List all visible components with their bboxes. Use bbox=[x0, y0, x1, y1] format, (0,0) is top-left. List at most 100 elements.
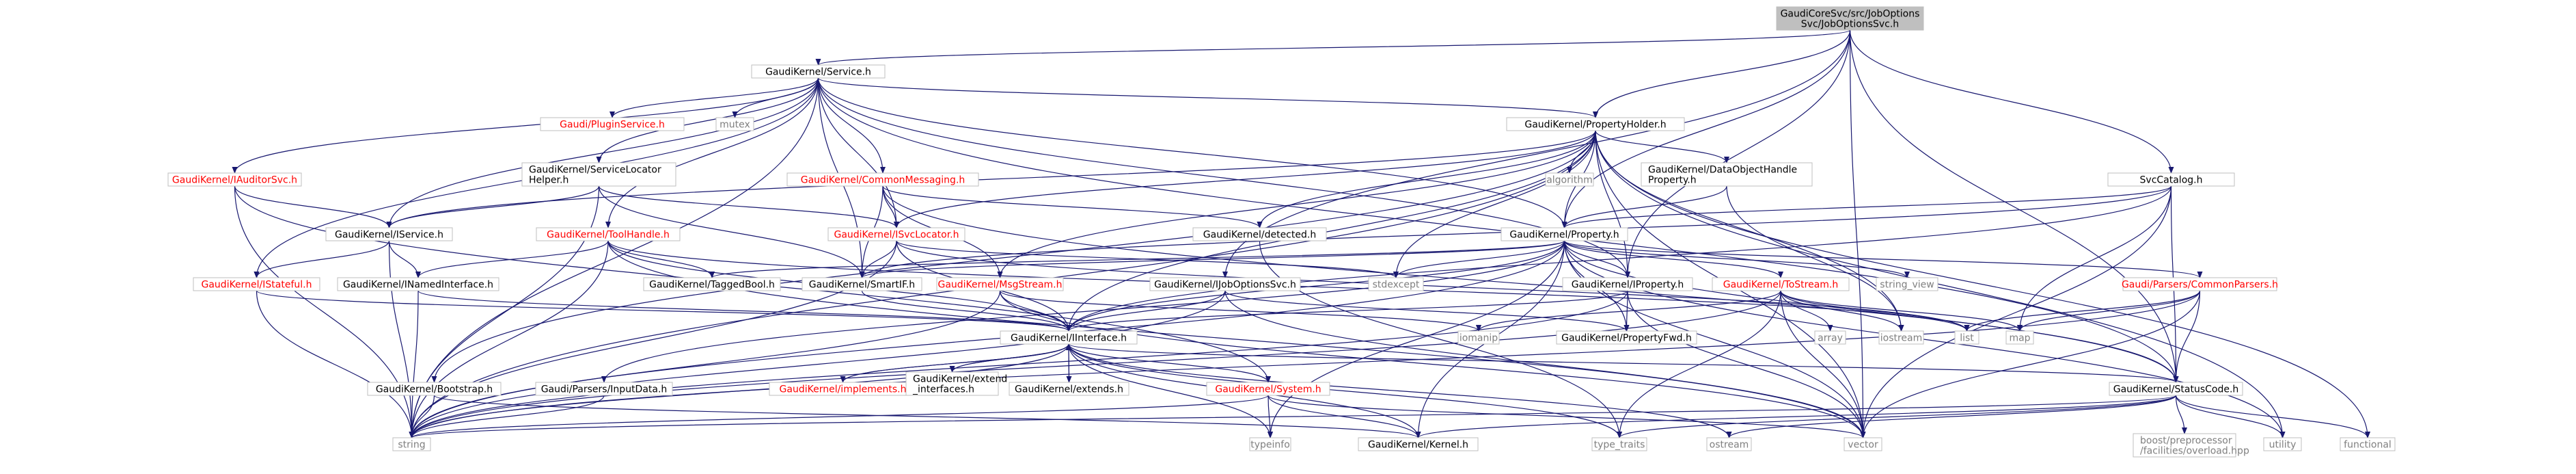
node-iproperty[interactable]: GaudiKernel/IProperty.h bbox=[1562, 277, 1693, 291]
edge-tostream-to-iostream bbox=[1780, 290, 1904, 332]
node-box bbox=[827, 227, 965, 241]
node-box bbox=[1706, 437, 1752, 451]
node-box bbox=[1776, 6, 1924, 31]
node-service[interactable]: GaudiKernel/Service.h bbox=[751, 64, 886, 79]
edge-svccatalog-to-map bbox=[2017, 185, 2172, 332]
node-box bbox=[367, 382, 502, 396]
node-label: GaudiKernel/extend bbox=[913, 374, 1007, 385]
node-statuscode[interactable]: GaudiKernel/StatusCode.h bbox=[2109, 382, 2243, 396]
node-box bbox=[643, 277, 781, 291]
node-string: string bbox=[392, 437, 431, 451]
edge-property-to-statuscode bbox=[1563, 240, 2179, 383]
node-box bbox=[521, 162, 676, 187]
node-inputdata[interactable]: Gaudi/Parsers/InputData.h bbox=[535, 382, 673, 396]
node-algorithm: algorithm bbox=[1545, 172, 1594, 187]
node-iauditorsvc[interactable]: GaudiKernel/IAuditorSvc.h bbox=[167, 172, 302, 187]
edge-tostream-to-iomanip bbox=[1476, 290, 1781, 332]
node-box bbox=[1562, 277, 1693, 291]
node-label: functional bbox=[2344, 440, 2392, 451]
node-label: map bbox=[2009, 333, 2030, 344]
edge-root-to-vector bbox=[1849, 29, 1866, 438]
node-box bbox=[1358, 437, 1479, 451]
edge-root-to-iproperty bbox=[1625, 29, 1851, 278]
node-stdexcept: stdexcept bbox=[1368, 277, 1424, 291]
edge-propholder-to-functional bbox=[1595, 130, 2370, 438]
node-label: GaudiKernel/ToStream.h bbox=[1723, 280, 1839, 291]
node-root[interactable]: GaudiCoreSvc/src/JobOptionsSvc/JobOption… bbox=[1776, 6, 1924, 31]
node-label: GaudiKernel/IStateful.h bbox=[202, 280, 312, 291]
edge-svclocatorhelper-to-iservice bbox=[386, 185, 600, 228]
node-commonmessaging[interactable]: GaudiKernel/CommonMessaging.h bbox=[786, 172, 979, 187]
node-svccatalog[interactable]: SvcCatalog.h bbox=[2107, 172, 2235, 187]
node-box bbox=[1876, 277, 1938, 291]
edge-propholder-to-dataobjhandleprop bbox=[1595, 130, 1729, 163]
node-extend_interfaces[interactable]: GaudiKernel/extend_interfaces.h bbox=[905, 371, 1007, 396]
node-propholder[interactable]: GaudiKernel/PropertyHolder.h bbox=[1506, 117, 1685, 131]
edge-statuscode-to-kernel bbox=[1415, 395, 2177, 438]
node-system[interactable]: GaudiKernel/System.h bbox=[1206, 382, 1330, 396]
node-label: GaudiKernel/ToolHandle.h bbox=[547, 230, 670, 241]
edge-service-to-propholder bbox=[817, 77, 1598, 118]
edge-service-to-statuscode bbox=[817, 77, 2179, 383]
edge-property-to-stdexcept bbox=[1393, 240, 1565, 278]
node-overload: boost/preprocessor/facilities/overload.h… bbox=[2133, 433, 2249, 458]
node-box bbox=[1591, 437, 1647, 451]
edge-iservice-to-string bbox=[388, 240, 415, 438]
node-label: SvcCatalog.h bbox=[2140, 175, 2203, 186]
node-tostream[interactable]: GaudiKernel/ToStream.h bbox=[1712, 277, 1850, 291]
edge-property-to-commonparsers bbox=[1563, 240, 2203, 278]
node-box bbox=[193, 277, 320, 291]
node-box bbox=[536, 227, 681, 241]
edge-msgstream-to-iomanip bbox=[999, 290, 1481, 332]
node-box bbox=[1878, 330, 1924, 345]
node-smartif[interactable]: GaudiKernel/SmartIF.h bbox=[801, 277, 922, 291]
node-list: list bbox=[1954, 330, 1979, 345]
node-label: GaudiKernel/TaggedBool.h bbox=[649, 280, 775, 291]
edge-svclocatorhelper-to-isvclocator bbox=[598, 185, 899, 228]
edge-ijoboptionssvc-to-string bbox=[409, 290, 1226, 438]
node-label: Svc/JobOptionsSvc.h bbox=[1801, 19, 1899, 30]
node-inamedinterface[interactable]: GaudiKernel/INamedInterface.h bbox=[337, 277, 499, 291]
edge-propholder-to-bootstrap bbox=[431, 130, 1596, 383]
node-msgstream[interactable]: GaudiKernel/MsgStream.h bbox=[936, 277, 1064, 291]
node-string_view: string_view bbox=[1876, 277, 1938, 291]
edge-statuscode-to-type_traits bbox=[1617, 395, 2177, 438]
node-kernel[interactable]: GaudiKernel/Kernel.h bbox=[1358, 437, 1479, 451]
node-pluginservice[interactable]: Gaudi/PluginService.h bbox=[540, 117, 685, 131]
node-iservice[interactable]: GaudiKernel/IService.h bbox=[325, 227, 453, 241]
node-bootstrap[interactable]: GaudiKernel/Bootstrap.h bbox=[367, 382, 502, 396]
node-label: GaudiKernel/PropertyFwd.h bbox=[1561, 333, 1692, 344]
node-box bbox=[2005, 330, 2034, 345]
node-istateful[interactable]: GaudiKernel/IStateful.h bbox=[193, 277, 320, 291]
node-iostream: iostream bbox=[1878, 330, 1924, 345]
node-toolhandle[interactable]: GaudiKernel/ToolHandle.h bbox=[536, 227, 681, 241]
node-label: GaudiKernel/DataObjectHandle bbox=[1648, 165, 1797, 176]
node-ijoboptionssvc[interactable]: GaudiKernel/IJobOptionsSvc.h bbox=[1149, 277, 1301, 291]
node-implements[interactable]: GaudiKernel/implements.h bbox=[769, 382, 917, 396]
edge-commonparsers-to-map bbox=[2017, 290, 2201, 332]
node-iinterface[interactable]: GaudiKernel/IInterface.h bbox=[1000, 330, 1138, 345]
node-extends[interactable]: GaudiKernel/extends.h bbox=[1009, 382, 1129, 396]
node-isvclocator[interactable]: GaudiKernel/ISvcLocator.h bbox=[827, 227, 965, 241]
node-label: Gaudi/Parsers/CommonParsers.h bbox=[2122, 280, 2278, 291]
node-taggedbool[interactable]: GaudiKernel/TaggedBool.h bbox=[643, 277, 781, 291]
edge-toolhandle-to-inamedinterface bbox=[415, 240, 609, 278]
edge-commonparsers-to-list bbox=[1964, 290, 2201, 332]
node-label: GaudiKernel/Kernel.h bbox=[1368, 440, 1468, 451]
node-label: GaudiKernel/ISvcLocator.h bbox=[834, 230, 959, 241]
node-propertyfwd[interactable]: GaudiKernel/PropertyFwd.h bbox=[1556, 330, 1697, 345]
node-type_traits: type_traits bbox=[1591, 437, 1647, 451]
node-box bbox=[1457, 330, 1500, 345]
node-label: GaudiKernel/Bootstrap.h bbox=[376, 384, 493, 395]
node-detected[interactable]: GaudiKernel/detected.h bbox=[1192, 227, 1327, 241]
node-commonparsers[interactable]: Gaudi/Parsers/CommonParsers.h bbox=[2122, 277, 2278, 291]
edge-propholder-to-utility bbox=[1595, 130, 2286, 438]
node-property[interactable]: GaudiKernel/Property.h bbox=[1501, 227, 1628, 241]
edge-iservice-to-inamedinterface bbox=[388, 240, 421, 278]
edge-tostream-to-array bbox=[1780, 290, 1833, 332]
node-label: GaudiCoreSvc/src/JobOptions bbox=[1781, 9, 1920, 20]
edge-msgstream-to-string bbox=[409, 290, 1001, 438]
node-label: Gaudi/Parsers/InputData.h bbox=[541, 384, 668, 395]
